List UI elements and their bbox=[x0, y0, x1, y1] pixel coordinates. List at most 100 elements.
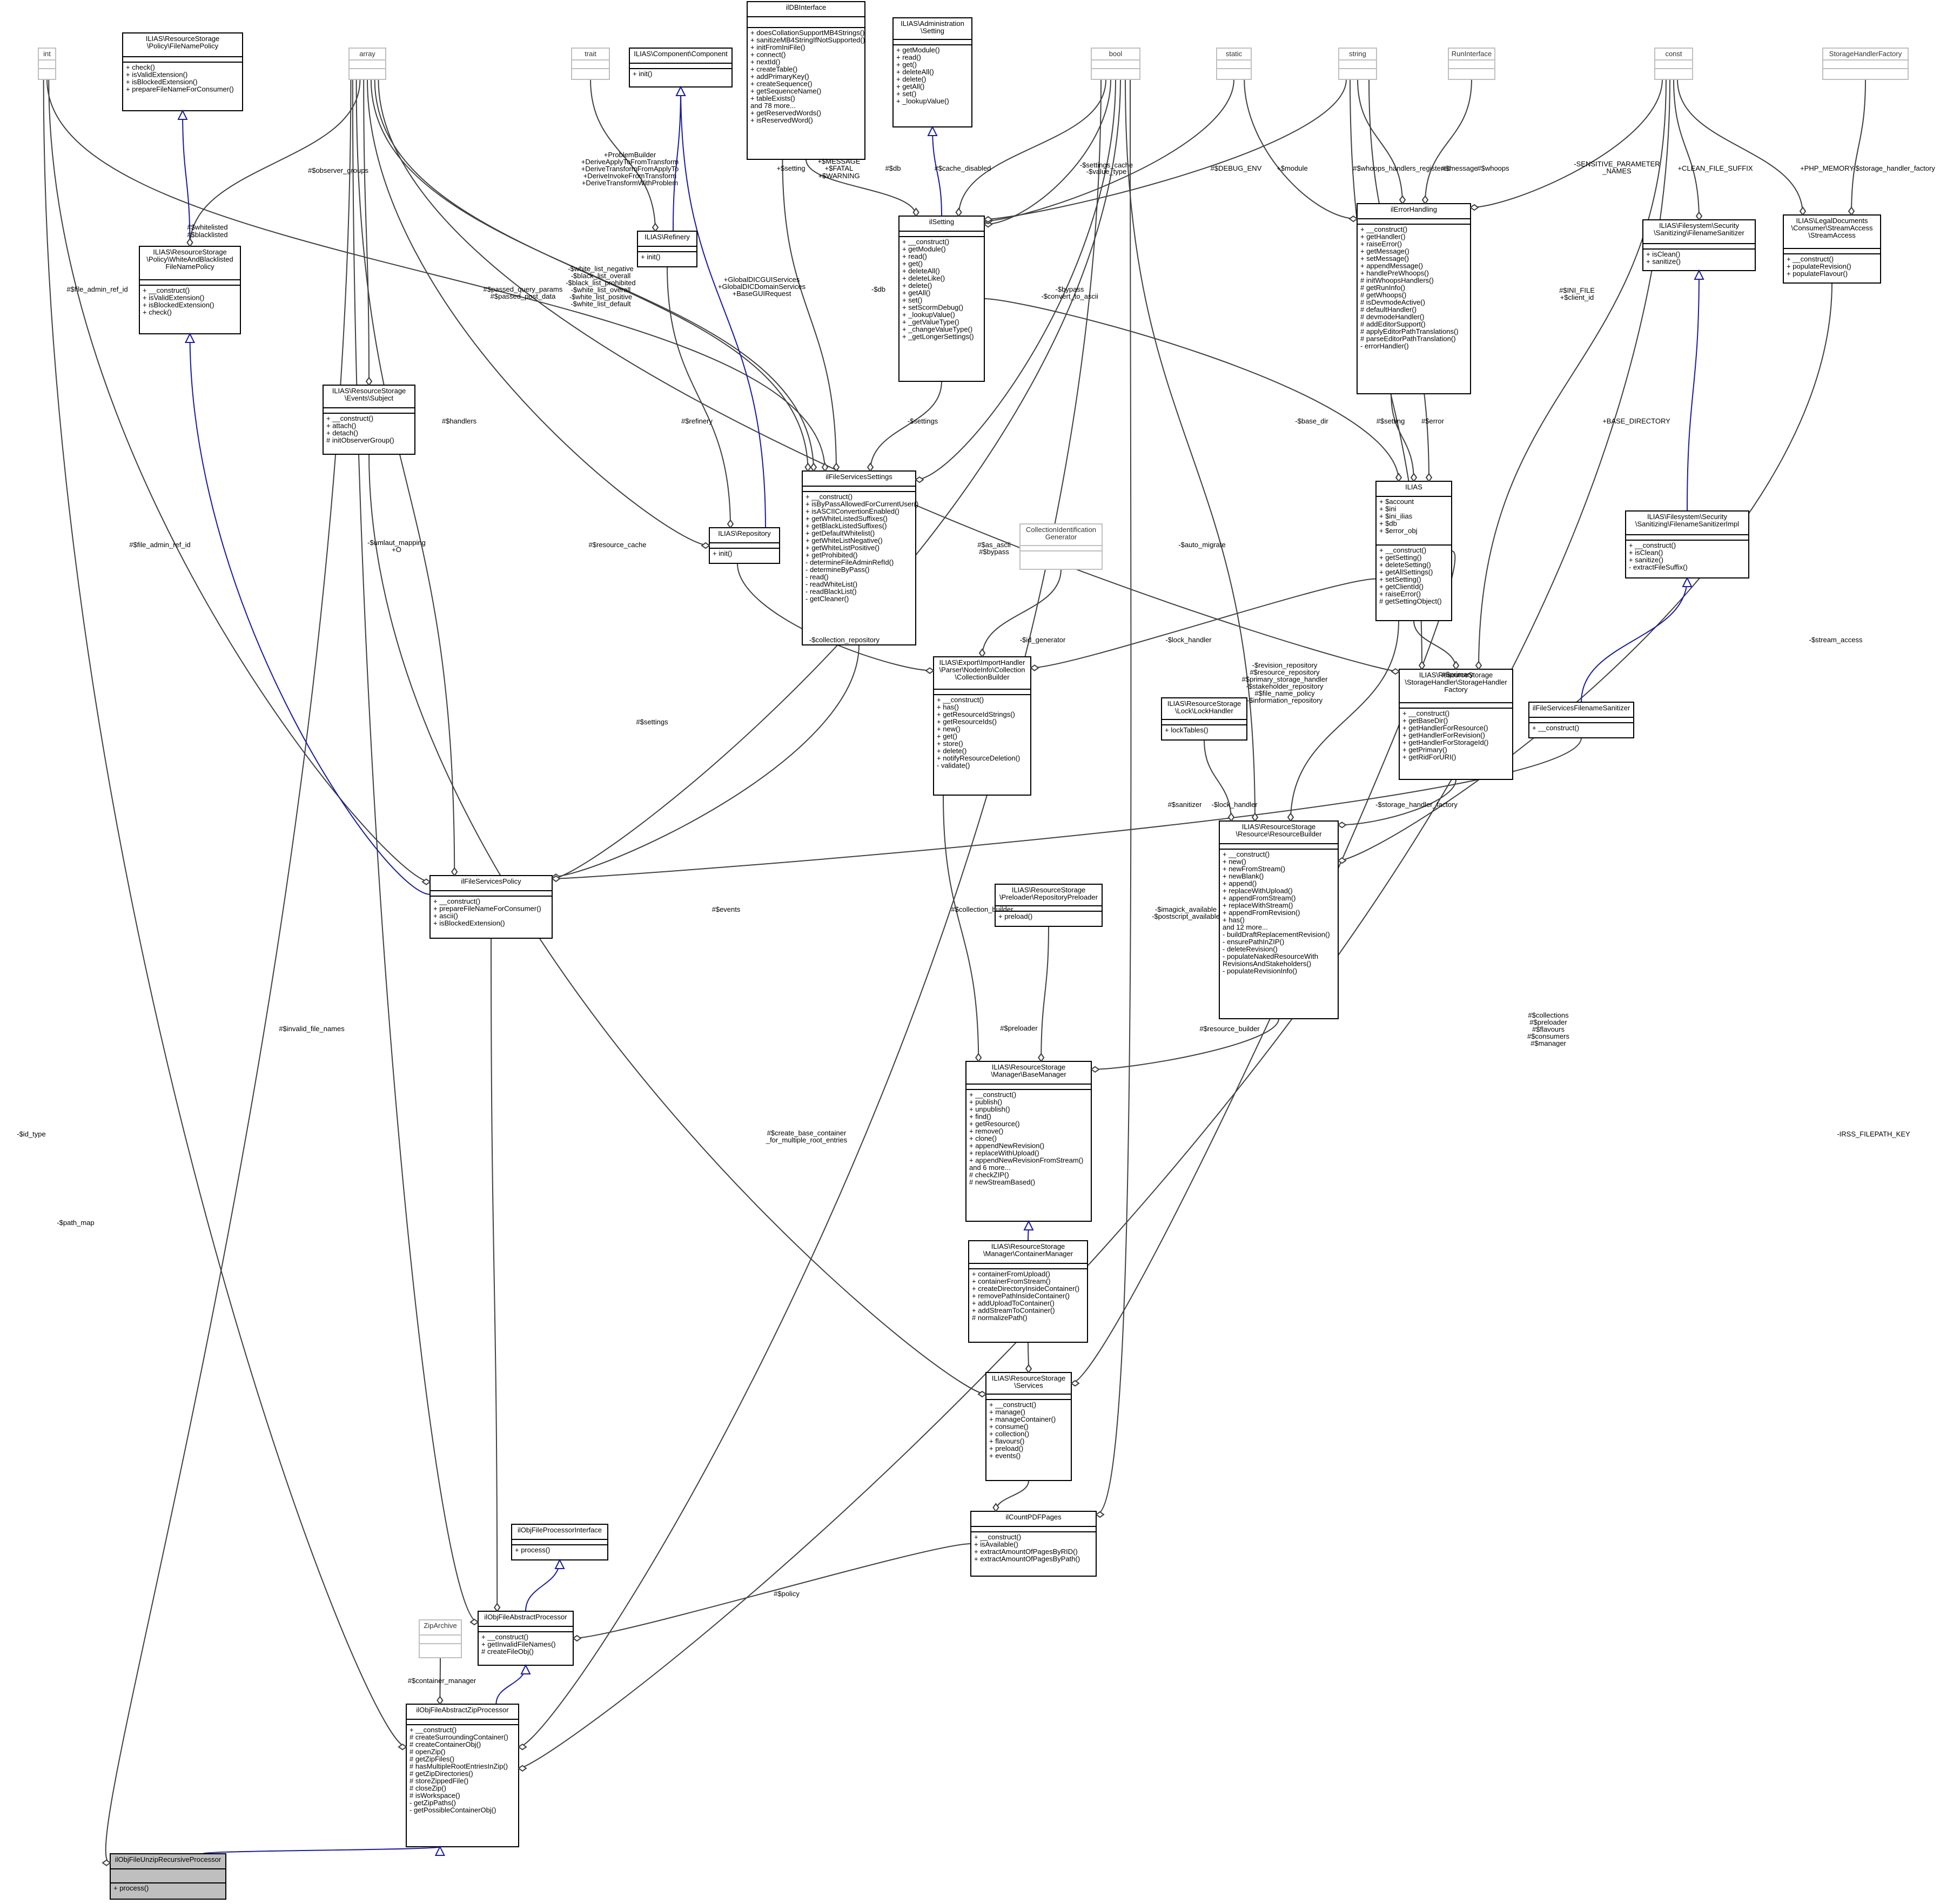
class-title: \StorageHandler\StorageHandler bbox=[1405, 678, 1507, 687]
class-box-ilsetting[interactable]: ilSetting+ __construct()+ getModule()+ r… bbox=[898, 216, 985, 382]
class-attribute: + $error_obj bbox=[1379, 527, 1418, 535]
class-box-ilerror[interactable]: ilErrorHandling+ __construct()+ getHandl… bbox=[1357, 203, 1471, 394]
class-box-dbi[interactable]: ilDBInterface+ doesCollationSupportMB4St… bbox=[747, 1, 865, 160]
class-box-fssettings[interactable]: ilFileServicesSettings+ __construct()+ i… bbox=[802, 470, 918, 645]
class-method: - getPossibleContainerObj() bbox=[410, 1806, 496, 1814]
class-box-trait[interactable]: trait bbox=[571, 48, 610, 80]
association-edge bbox=[552, 737, 1582, 879]
class-box-string[interactable]: string bbox=[1338, 48, 1377, 80]
edge-label: +DeriveInvokeFromTransform bbox=[583, 172, 677, 180]
class-box-repository[interactable]: ILIAS\Repository+ init() bbox=[709, 527, 780, 564]
class-method: + set() bbox=[902, 296, 922, 304]
class-box-collbuilder[interactable]: ILIAS\Export\ImportHandler\Parser\NodeIn… bbox=[933, 656, 1031, 796]
class-box-subject[interactable]: ILIAS\ResourceStorage\Events\Subject+ __… bbox=[323, 385, 415, 455]
edge-label: #$container_manager bbox=[408, 1677, 476, 1685]
class-box-static[interactable]: static bbox=[1216, 48, 1252, 80]
class-method: + new() bbox=[1223, 858, 1246, 866]
class-box-basemanager[interactable]: ILIAS\ResourceStorage\Manager\BaseManage… bbox=[965, 1061, 1092, 1222]
class-attribute: + $account bbox=[1379, 497, 1414, 506]
class-method: + read() bbox=[902, 252, 927, 260]
inheritance-arrow bbox=[520, 1664, 531, 1674]
edge-label: -$base_dir bbox=[1295, 417, 1328, 425]
association-edge bbox=[870, 381, 942, 472]
composition-diamond bbox=[915, 476, 924, 483]
class-box-shf[interactable]: StorageHandlerFactory bbox=[1822, 48, 1909, 80]
class-box-refinery[interactable]: ILIAS\Refinery+ init() bbox=[637, 231, 697, 267]
association-edge bbox=[1091, 1018, 1279, 1070]
class-method: + publish() bbox=[969, 1098, 1002, 1106]
inheritance-arrow bbox=[1694, 269, 1704, 280]
class-box-int[interactable]: int bbox=[38, 48, 56, 80]
class-box-unzip[interactable]: ilObjFileUnzipRecursiveProcessor+ proces… bbox=[110, 1853, 226, 1900]
class-box-fssanitizerimpl[interactable]: ILIAS\Filesystem\Security\Sanitizing\Fil… bbox=[1625, 510, 1749, 578]
association-edge bbox=[189, 79, 361, 247]
class-title: \Consumer\StreamAccess bbox=[1791, 224, 1873, 232]
class-box-legaldocs[interactable]: ILIAS\LegalDocuments\Consumer\StreamAcce… bbox=[1783, 214, 1881, 284]
class-method: + getHandlerForRevision() bbox=[1402, 731, 1485, 739]
edge-label: #$as_ascii bbox=[977, 541, 1011, 549]
class-box-ilias[interactable]: ILIAS+ $account+ $ini+ $ini_ilias+ $db+ … bbox=[1375, 481, 1452, 621]
class-box-lockhandler[interactable]: ILIAS\ResourceStorage\Lock\LockHandler+ … bbox=[1161, 697, 1247, 741]
class-method: # createContainerObj() bbox=[410, 1740, 481, 1748]
class-box-preloader[interactable]: ILIAS\ResourceStorage\Preloader\Reposito… bbox=[995, 884, 1103, 927]
edge-label: -$black_list_prohibited bbox=[566, 279, 635, 287]
class-method: # getSettingObject() bbox=[1379, 597, 1442, 605]
class-method: # normalizePath() bbox=[972, 1314, 1028, 1322]
class-box-fsfilename[interactable]: ILIAS\Filesystem\Security\Sanitizing\Fil… bbox=[1642, 219, 1756, 271]
class-box-fnp[interactable]: ILIAS\ResourceStorage\Policy\FileNamePol… bbox=[122, 32, 243, 111]
class-box-bool[interactable]: bool bbox=[1091, 48, 1140, 80]
class-method: + init() bbox=[713, 549, 732, 557]
class-box-countpdf[interactable]: ilCountPDFPages+ __construct()+ isAvaila… bbox=[970, 1511, 1097, 1577]
class-method: - extractFileSuffix() bbox=[1629, 563, 1688, 571]
composition-diamond bbox=[1337, 857, 1347, 864]
edge-label: +PHP_MEMORY bbox=[1800, 164, 1854, 172]
class-box-adminsetting[interactable]: ILIAS\Administration\Setting+ getModule(… bbox=[892, 17, 972, 127]
class-box-resbuilder[interactable]: ILIAS\ResourceStorage\Resource\ResourceB… bbox=[1219, 820, 1339, 1019]
class-title: FileNamePolicy bbox=[165, 263, 214, 271]
class-box-fspolicy[interactable]: ilFileServicesPolicy+ __construct()+ pre… bbox=[429, 875, 553, 939]
class-method: + find() bbox=[969, 1113, 991, 1121]
class-title: ilSetting bbox=[929, 218, 954, 226]
class-method: # storeZippedFile() bbox=[410, 1777, 468, 1785]
class-box-services[interactable]: ILIAS\ResourceStorage\Services+ __constr… bbox=[985, 1372, 1072, 1481]
edge-label: -$storage_handler_factory bbox=[1853, 164, 1935, 172]
composition-diamond bbox=[451, 867, 458, 877]
class-box-zip[interactable]: ZipArchive bbox=[419, 1619, 462, 1658]
class-box-wablist[interactable]: ILIAS\ResourceStorage\Policy\WhiteAndBla… bbox=[139, 246, 241, 334]
class-method: + appendNewRevisionFromStream() bbox=[969, 1156, 1083, 1165]
class-method: + __construct() bbox=[433, 897, 480, 905]
class-box-zipproc[interactable]: ilObjFileAbstractZipProcessor+ __constru… bbox=[406, 1704, 519, 1847]
edge-label: #$whoops bbox=[1477, 164, 1509, 172]
class-method: + remove() bbox=[969, 1127, 1003, 1135]
association-edge bbox=[915, 79, 1116, 481]
class-box-component[interactable]: ILIAS\Component\Component+ init() bbox=[629, 48, 733, 88]
class-box-abstractproc[interactable]: ilObjFileAbstractProcessor+ __construct(… bbox=[478, 1611, 574, 1666]
class-method: # getZipFiles() bbox=[410, 1755, 454, 1763]
class-title: ILIAS\ResourceStorage bbox=[153, 248, 227, 256]
class-box-fssanitizer[interactable]: ilFileServicesFilenameSanitizer+ __const… bbox=[1528, 702, 1634, 738]
class-box-const[interactable]: const bbox=[1654, 48, 1693, 80]
association-edge bbox=[370, 79, 814, 472]
association-edge bbox=[805, 159, 917, 217]
class-method: + check() bbox=[126, 63, 155, 71]
class-title: ilFileServicesPolicy bbox=[461, 877, 521, 885]
edge-label: +$FATAL bbox=[825, 164, 854, 172]
class-method: + __construct() bbox=[989, 1401, 1036, 1409]
association-edge bbox=[1425, 79, 1472, 204]
inheritance-edge bbox=[525, 1559, 560, 1612]
class-box-containermanager[interactable]: ILIAS\ResourceStorage\Manager\ContainerM… bbox=[968, 1240, 1088, 1343]
class-method: + getResourceIdStrings() bbox=[937, 710, 1015, 718]
class-method: + __construct() bbox=[805, 493, 852, 501]
class-box-procinterface[interactable]: ilObjFileProcessorInterface+ process() bbox=[511, 1524, 608, 1560]
class-method: + getSetting() bbox=[1379, 554, 1421, 562]
class-box-array[interactable]: array bbox=[348, 48, 386, 80]
class-method: + __construct() bbox=[902, 238, 949, 246]
class-method: + lockTables() bbox=[1165, 726, 1209, 734]
association-edge bbox=[995, 1480, 1029, 1512]
association-edge bbox=[1677, 79, 1803, 216]
inheritance-arrow bbox=[554, 1558, 565, 1569]
class-method: + __construct() bbox=[326, 414, 373, 422]
class-box-runinterface[interactable]: RunInterface bbox=[1448, 48, 1495, 80]
class-box-shfactory[interactable]: ILIAS\ResourceStorage\StorageHandler\Sto… bbox=[1399, 669, 1513, 780]
